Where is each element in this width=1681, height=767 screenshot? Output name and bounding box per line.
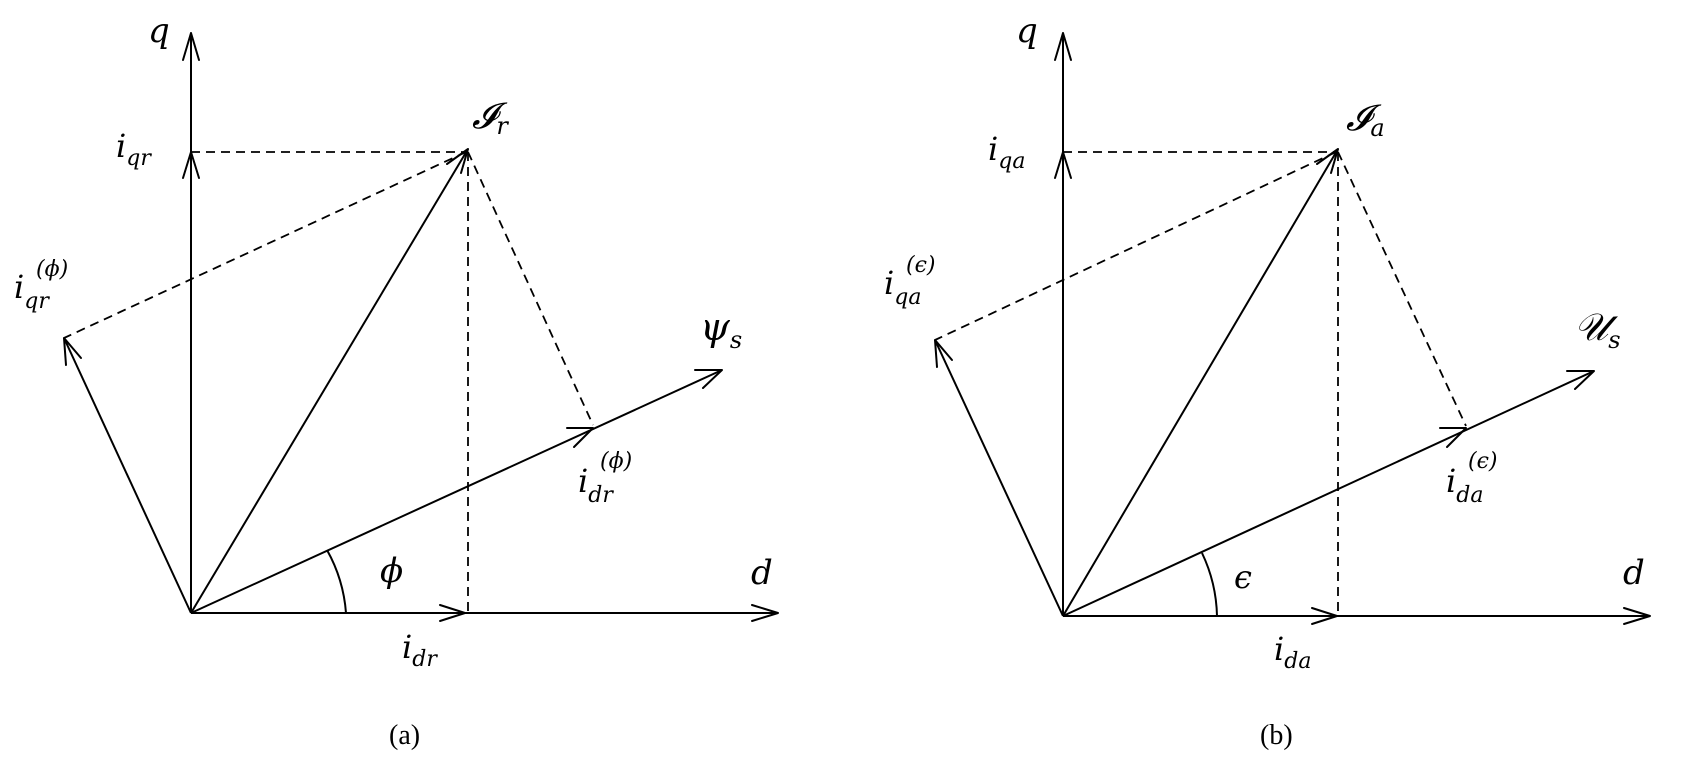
i-a-label: 𝓘a [1346, 98, 1385, 142]
i-r-vector [190, 148, 469, 614]
angle-arc [326, 549, 347, 614]
i-dr-arrowhead [439, 604, 466, 622]
psi-s-label: ψs [700, 305, 742, 354]
i-dr-phi-label: idr(ϕ) [578, 449, 632, 508]
i-da-arrowhead [1311, 607, 1338, 625]
i-a-vector [1062, 148, 1339, 617]
i-dr-phi-arrowhead [566, 427, 594, 448]
i-da-eps-arrowhead [1439, 427, 1467, 448]
i-da-label: ida [1274, 630, 1311, 674]
d-axis-arrowhead [1623, 607, 1651, 625]
i-qr-phi-vector [63, 337, 192, 614]
panel-b: q d iqa 𝓘a iqa(ϵ) 𝒰s ida(ϵ) ϵ ida (b) [884, 11, 1651, 751]
i-a-arrowhead [1316, 148, 1339, 174]
q-axis-arrowhead [182, 32, 200, 61]
angle-arc [1201, 552, 1218, 617]
i-qr-label: iqr [116, 127, 152, 171]
caption-a: (a) [389, 720, 420, 751]
dash-rot-q-projection [934, 151, 1337, 341]
i-qa-eps-vector [934, 339, 1064, 617]
d-axis-label: d [1623, 553, 1645, 593]
dash-rot-d-projection [467, 151, 594, 426]
angle-label: ϕ [380, 551, 403, 591]
d-axis-arrowhead [751, 604, 779, 622]
psi-s-arrowhead [694, 369, 723, 389]
i-qa-label: iqa [988, 130, 1025, 174]
i-r-label: 𝓘r [472, 96, 509, 140]
u-s-vector [1062, 370, 1595, 617]
i-qa-eps-label: iqa(ϵ) [884, 253, 936, 310]
caption-b: (b) [1260, 720, 1293, 751]
i-dr-label: idr [402, 628, 438, 672]
psi-s-vector [190, 369, 723, 614]
i-qr-phi-arrowhead [63, 337, 82, 366]
i-qa-eps-arrowhead [934, 339, 953, 368]
dash-rot-q-projection [63, 151, 467, 339]
angle-label: ϵ [1234, 558, 1252, 596]
q-axis-label: q [148, 11, 170, 51]
i-r-arrowhead [446, 148, 469, 174]
dash-rot-d-projection [1337, 151, 1467, 427]
u-s-arrowhead [1566, 370, 1595, 390]
q-axis-arrowhead [1054, 32, 1072, 61]
d-axis-label: d [751, 553, 773, 593]
q-axis-label: q [1016, 11, 1038, 51]
i-da-eps-label: ida(ϵ) [1446, 449, 1498, 508]
i-qr-phi-label: iqr(ϕ) [14, 257, 68, 314]
u-s-label: 𝒰s [1574, 305, 1621, 354]
panel-a: q d iqr 𝓘r iqr(ϕ) ψs idr(ϕ) ϕ idr (a) [14, 11, 779, 751]
